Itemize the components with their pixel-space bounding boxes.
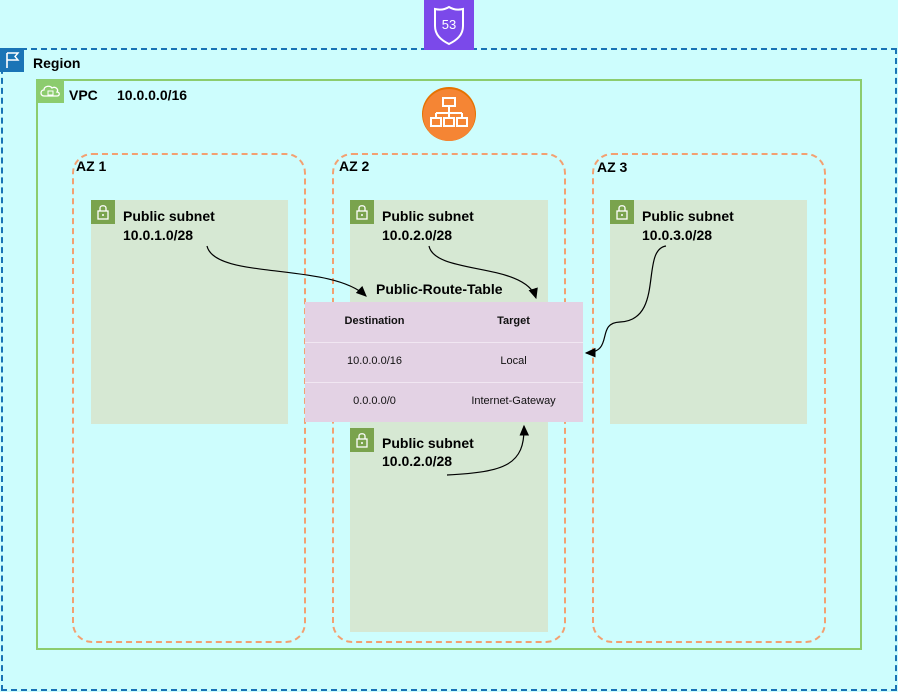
vpc-cloud-icon xyxy=(36,79,64,103)
load-balancer-icon[interactable] xyxy=(421,86,477,142)
route-row-1-destination: 10.0.0.0/16 xyxy=(346,355,403,367)
az-2-label: AZ 2 xyxy=(339,158,370,174)
region-label: Region xyxy=(33,55,81,71)
route53-icon-text: 53 xyxy=(442,17,456,32)
subnet-az2-lower-cidr: 10.0.2.0/28 xyxy=(382,453,453,469)
route-row-2-destination: 0.0.0.0/0 xyxy=(353,395,396,407)
subnet-az2-lower-title: Public subnet xyxy=(382,435,474,451)
route-table-header-target: Target xyxy=(497,315,530,327)
lock-icon xyxy=(91,200,115,224)
subnet-az2-title: Public subnet xyxy=(382,208,474,224)
route-table-divider xyxy=(305,382,583,383)
subnet-az1-cidr: 10.0.1.0/28 xyxy=(123,227,194,243)
route-table-title: Public-Route-Table xyxy=(376,281,503,297)
subnet-az1-title: Public subnet xyxy=(123,208,215,224)
az-1-label: AZ 1 xyxy=(76,158,107,174)
vpc-container xyxy=(36,79,862,650)
route-table[interactable] xyxy=(305,302,583,422)
vpc-cidr: 10.0.0.0/16 xyxy=(117,87,188,103)
az-3-label: AZ 3 xyxy=(597,159,628,175)
vpc-label: VPC xyxy=(69,87,98,103)
route-table-divider xyxy=(305,342,583,343)
lock-icon xyxy=(610,200,634,224)
subnet-az3-cidr: 10.0.3.0/28 xyxy=(642,227,713,243)
route-row-1-target: Local xyxy=(500,355,527,367)
az-3-container xyxy=(592,153,826,643)
region-flag-icon xyxy=(0,48,24,72)
route-row-2-target: Internet-Gateway xyxy=(471,395,556,407)
subnet-az2-cidr: 10.0.2.0/28 xyxy=(382,227,453,243)
route-table-header-destination: Destination xyxy=(344,315,405,327)
subnet-az3-title: Public subnet xyxy=(642,208,734,224)
lock-icon xyxy=(350,200,374,224)
lock-icon xyxy=(350,428,374,452)
public-subnet-az1[interactable] xyxy=(91,200,288,424)
route53-icon[interactable]: 53 xyxy=(424,0,474,50)
